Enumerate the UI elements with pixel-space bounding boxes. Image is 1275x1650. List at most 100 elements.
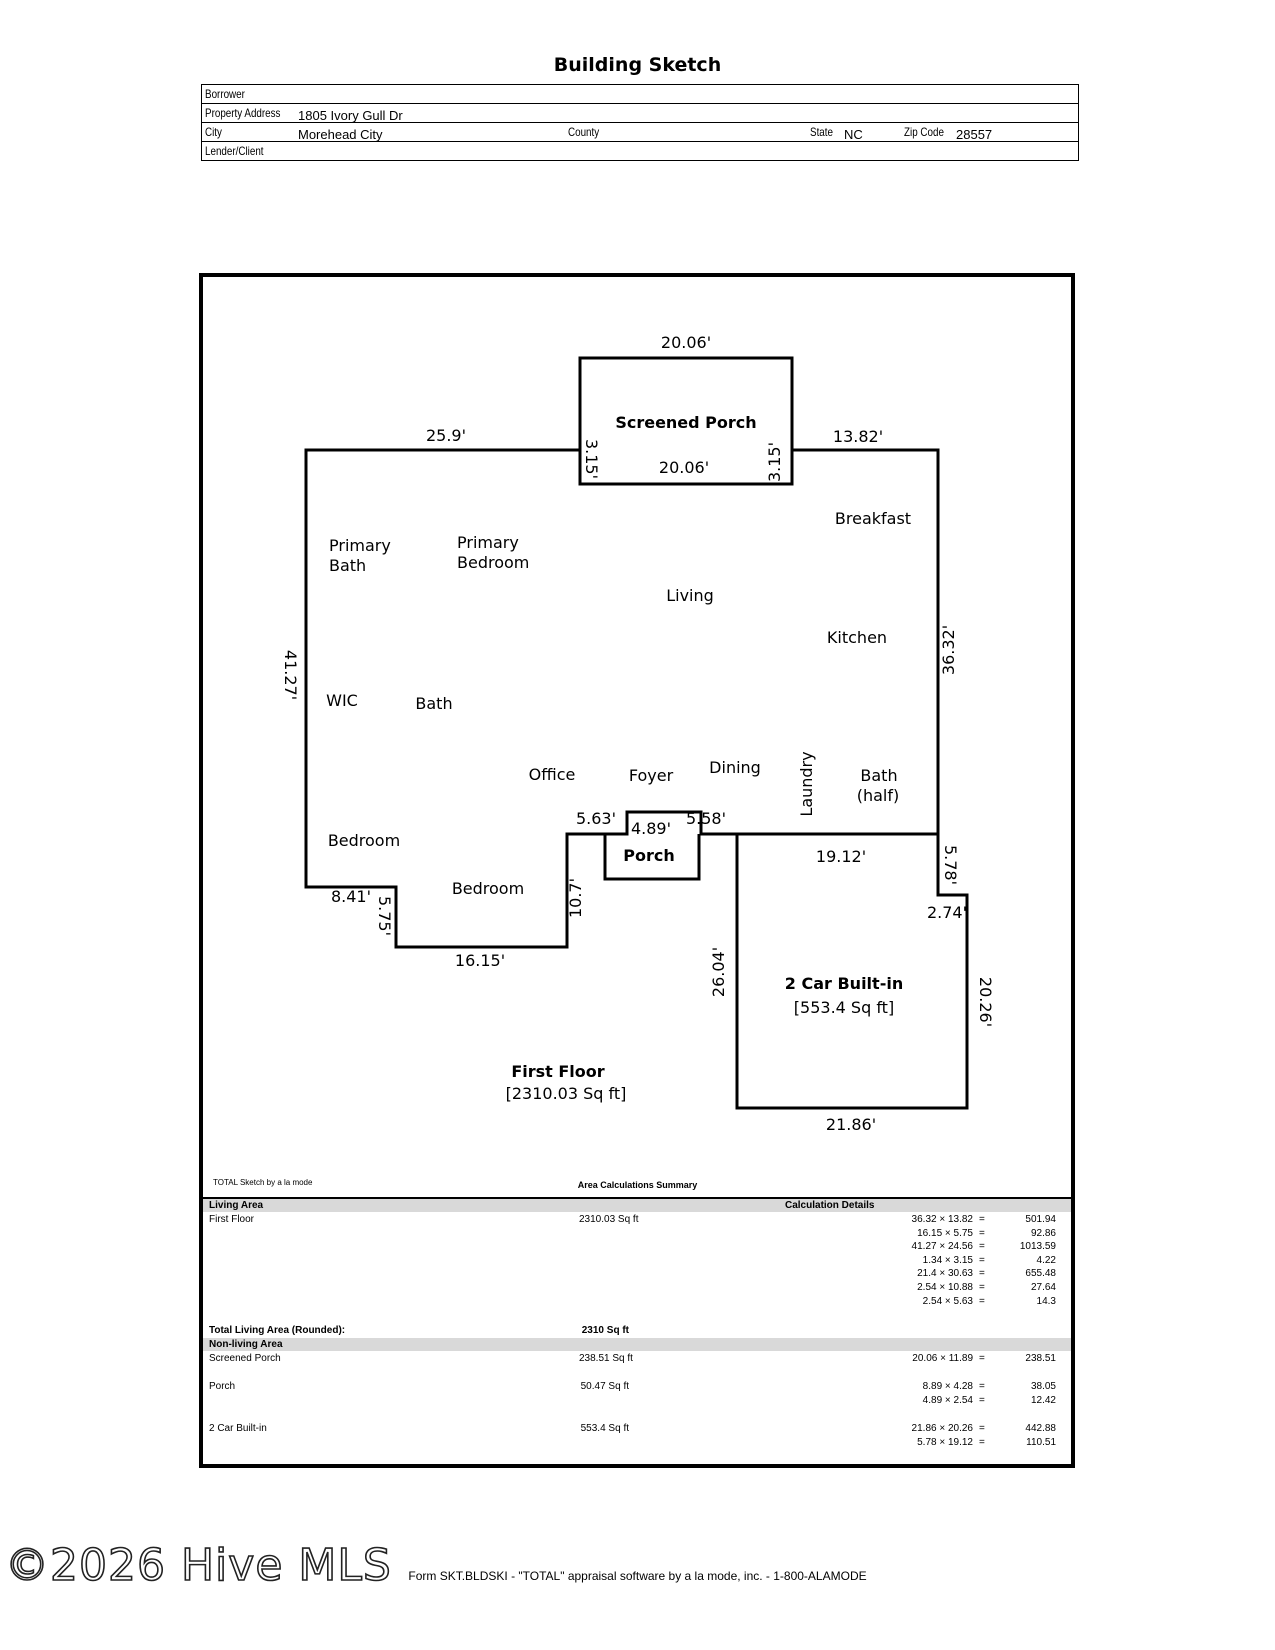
- page-title: Building Sketch: [553, 54, 722, 76]
- dim-garage-left: 26.04': [709, 947, 728, 997]
- dim-bottom-left-step: 5.75': [375, 896, 394, 936]
- calc-result: 238.51: [1025, 1353, 1056, 1364]
- calc-equals: =: [979, 1295, 985, 1307]
- dim-entry-left: 5.63': [576, 809, 616, 828]
- dim-left: 41.27': [281, 650, 300, 700]
- first-floor-area: [2310.03 Sq ft]: [506, 1084, 627, 1103]
- borrower-label: Borrower: [205, 87, 245, 101]
- calc-equals: =: [979, 1423, 985, 1434]
- porch-label: Porch: [209, 1381, 236, 1392]
- room-bath-half-line2: (half): [857, 786, 900, 805]
- room-screened-porch: Screened Porch: [615, 413, 756, 432]
- calc-expression: 36.32 × 13.82: [911, 1214, 973, 1225]
- first-floor-name: First Floor: [511, 1062, 604, 1081]
- room-primary-bedroom-line1: Primary: [457, 533, 519, 552]
- dim-porch-bottom: 20.06': [659, 458, 709, 477]
- calc-expression: 21.4 × 30.63: [917, 1268, 973, 1280]
- calc-equals: =: [979, 1394, 985, 1406]
- zip-label: Zip Code: [904, 125, 944, 139]
- living-area-band: [203, 1199, 1071, 1212]
- calc-equals: =: [979, 1214, 985, 1225]
- room-primary-bedroom-line2: Bedroom: [457, 553, 529, 572]
- dim-garage-top: 19.12': [816, 847, 866, 866]
- dim-bottom-left: 8.41': [331, 887, 371, 906]
- room-bedroom-left: Bedroom: [328, 831, 400, 850]
- watermark: ©2026 Hive MLS: [4, 1539, 392, 1592]
- dim-porch-left: 3.15': [582, 439, 601, 479]
- calc-equals: =: [979, 1254, 985, 1266]
- garage-outline: [735, 834, 969, 1110]
- dim-porch-top: 20.06': [661, 333, 711, 352]
- calc-expression: 2.54 × 10.88: [917, 1282, 973, 1293]
- room-living: Living: [666, 586, 714, 605]
- calc-result: 14.3: [1036, 1295, 1056, 1307]
- calc-result: 4.22: [1036, 1254, 1056, 1266]
- calc-result: 501.94: [1025, 1214, 1056, 1225]
- calc-equals: =: [979, 1268, 985, 1280]
- dim-porch-right: 3.15': [765, 442, 784, 482]
- porch-outline: [603, 834, 701, 881]
- room-porch: Porch: [623, 846, 674, 865]
- zip-value: 28557: [956, 127, 993, 142]
- lender-label: Lender/Client: [205, 144, 264, 158]
- city-value: Morehead City: [298, 127, 383, 142]
- garage-area: [553.4 Sq ft]: [794, 998, 894, 1017]
- lender-row: Lender/Client: [202, 142, 1078, 160]
- sketch-credit: TOTAL Sketch by a la mode: [213, 1178, 313, 1187]
- calc-expression: 1.34 × 3.15: [922, 1254, 973, 1266]
- calc-result: 110.51: [1026, 1436, 1056, 1448]
- city-row: City Morehead City County State NC Zip C…: [202, 123, 1078, 142]
- summary-title: Area Calculations Summary: [577, 1180, 698, 1190]
- calc-result: 12.42: [1030, 1394, 1056, 1406]
- address-value: 1805 Ivory Gull Dr: [298, 108, 403, 123]
- calc-details-label: Calculation Details: [785, 1200, 875, 1211]
- garage-name: 2 Car Built-in: [785, 974, 903, 993]
- room-bedroom-mid: Bedroom: [452, 879, 524, 898]
- first-floor-label: First Floor: [209, 1214, 254, 1225]
- city-label: City: [205, 125, 222, 139]
- calc-equals: =: [979, 1227, 985, 1239]
- screened-porch-label: Screened Porch: [209, 1353, 281, 1364]
- porch-value: 50.47 Sq ft: [580, 1381, 629, 1392]
- calc-expression: 5.78 × 19.12: [917, 1436, 973, 1448]
- calc-expression: 4.89 × 2.54: [922, 1394, 973, 1406]
- calc-equals: =: [979, 1241, 985, 1253]
- calc-result: 38.05: [1030, 1381, 1056, 1392]
- first-floor-value: 2310.03 Sq ft: [579, 1214, 639, 1225]
- garage-label: 2 Car Built-in: [209, 1423, 267, 1434]
- calc-equals: =: [979, 1353, 985, 1364]
- address-row: Property Address 1805 Ivory Gull Dr: [202, 104, 1078, 123]
- calc-expression: 16.15 × 5.75: [917, 1227, 973, 1239]
- calc-result: 92.86: [1030, 1227, 1056, 1239]
- dim-entry-mid: 4.89': [631, 819, 671, 838]
- calc-result: 655.48: [1025, 1268, 1056, 1280]
- dim-top-right: 13.82': [833, 427, 883, 446]
- room-primary-bath-line2: Bath: [329, 556, 366, 575]
- dim-bottom-mid: 16.15': [455, 951, 505, 970]
- room-bath: Bath: [415, 694, 452, 713]
- room-bath-half-line1: Bath: [860, 766, 897, 785]
- calc-expression: 2.54 × 5.63: [922, 1295, 973, 1307]
- room-breakfast: Breakfast: [835, 509, 911, 528]
- calc-result: 27.64: [1030, 1282, 1056, 1293]
- total-living-value: 2310 Sq ft: [581, 1325, 629, 1336]
- dim-right: 36.32': [939, 625, 958, 675]
- screened-porch-value: 238.51 Sq ft: [579, 1353, 633, 1364]
- garage-value: 553.4 Sq ft: [580, 1423, 629, 1434]
- room-kitchen: Kitchen: [827, 628, 887, 647]
- calc-expression: 20.06 × 11.89: [912, 1353, 973, 1364]
- dim-garage-step2: 2.74': [927, 903, 967, 922]
- nonliving-label: Non-living Area: [209, 1339, 283, 1350]
- state-label: State: [810, 125, 833, 139]
- form-footer: Form SKT.BLDSKI - "TOTAL" appraisal soft…: [408, 1569, 867, 1583]
- address-label: Property Address: [205, 106, 281, 120]
- calc-result: 442.88: [1025, 1423, 1056, 1434]
- room-foyer: Foyer: [629, 766, 674, 785]
- room-primary-bath-line1: Primary: [329, 536, 391, 555]
- dim-garage-step: 5.78': [941, 845, 960, 885]
- calc-expression: 21.86 × 20.26: [911, 1423, 973, 1434]
- living-area-label: Living Area: [209, 1200, 264, 1211]
- dim-top-left: 25.9': [426, 426, 466, 445]
- total-living-label: Total Living Area (Rounded):: [209, 1325, 346, 1336]
